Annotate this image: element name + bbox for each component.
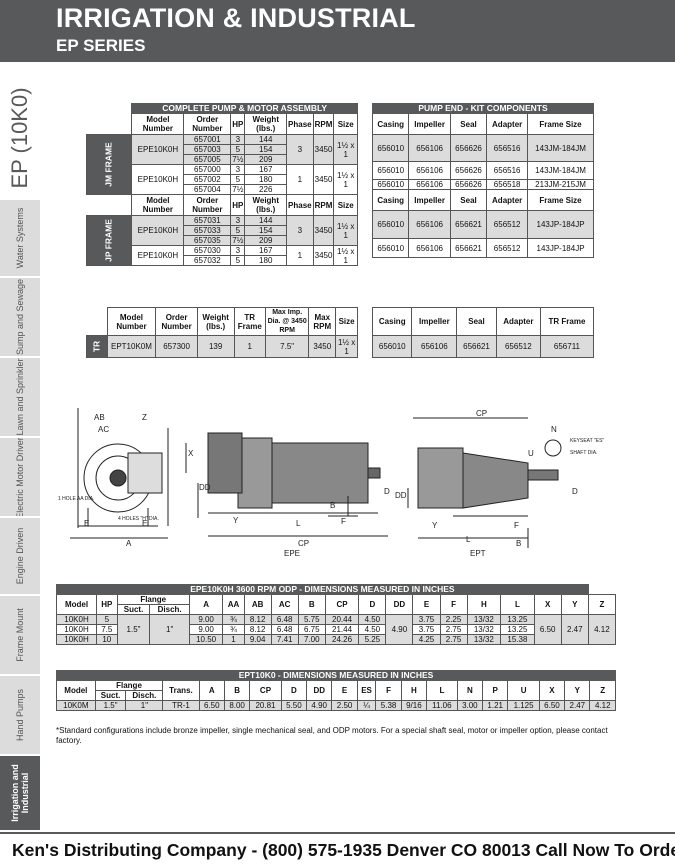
assembly-title: COMPLETE PUMP & MOTOR ASSEMBLY <box>131 103 358 114</box>
sidebar-tab-sump-sewage[interactable]: Sump and Sewage <box>0 278 40 356</box>
ept-dimensions-table: EPT10K0 - DIMENSIONS MEASURED IN INCHES … <box>56 670 616 711</box>
front-view-drawing <box>70 408 187 539</box>
svg-text:A: A <box>126 539 132 548</box>
svg-text:E: E <box>142 519 147 528</box>
svg-text:AC: AC <box>98 425 109 434</box>
svg-text:4 HOLES "H" DIA.: 4 HOLES "H" DIA. <box>118 516 159 522</box>
svg-text:DD: DD <box>395 491 407 500</box>
epe-dimensions-table: EPE10K0H 3600 RPM ODP - DIMENSIONS MEASU… <box>55 584 617 645</box>
epe-dimensions-title: EPE10K0H 3600 RPM ODP - DIMENSIONS MEASU… <box>56 584 589 595</box>
epe-side-view-drawing <box>197 432 388 537</box>
svg-text:F: F <box>341 517 346 526</box>
footer-contact: Ken's Distributing Company - (800) 575-1… <box>12 840 675 860</box>
svg-text:EPT: EPT <box>470 549 486 558</box>
ept-side-view-drawing <box>407 417 562 548</box>
page-title: IRRIGATION & INDUSTRIAL <box>56 3 416 33</box>
svg-text:N: N <box>551 425 557 434</box>
sidebar-tab-engine-driven[interactable]: Engine Driven <box>0 518 40 594</box>
svg-text:B: B <box>516 539 521 548</box>
svg-text:Z: Z <box>142 413 147 422</box>
svg-text:KEYSEAT "ES": KEYSEAT "ES" <box>570 438 604 444</box>
svg-text:B: B <box>330 501 335 510</box>
svg-text:CP: CP <box>476 409 487 418</box>
svg-text:CP: CP <box>298 539 309 548</box>
kit-title: PUMP END - KIT COMPONENTS <box>372 103 594 114</box>
sidebar-tab-lawn-sprinkler[interactable]: Lawn and Sprinkler <box>0 358 40 436</box>
sidebar-tab-water-systems[interactable]: Water Systems <box>0 200 40 276</box>
sidebar-tab-hand-pumps[interactable]: Hand Pumps <box>0 676 40 754</box>
svg-text:1 HOLE AA DIA.: 1 HOLE AA DIA. <box>58 496 94 502</box>
svg-text:D: D <box>384 487 390 496</box>
section-sidebar: EP (10K0) Water Systems Sump and Sewage … <box>0 78 46 830</box>
svg-text:L: L <box>466 535 471 544</box>
svg-text:F: F <box>514 521 519 530</box>
ept-dimensions-title: EPT10K0 - DIMENSIONS MEASURED IN INCHES <box>56 670 616 681</box>
sidebar-model-label: EP (10K0) <box>0 78 40 198</box>
pump-dimension-drawings: AB Z AC X 1 HOLE AA DIA. 4 HOLES "H" DIA… <box>58 408 604 558</box>
svg-text:Y: Y <box>233 516 239 525</box>
svg-text:U: U <box>528 449 534 458</box>
svg-text:AB: AB <box>94 413 105 422</box>
sidebar-tab-frame-mount[interactable]: Frame Mount <box>0 596 40 674</box>
svg-text:Y: Y <box>432 521 438 530</box>
sidebar-tab-electric-motor[interactable]: Electric Motor Driven <box>0 438 40 516</box>
assembly-table: COMPLETE PUMP & MOTOR ASSEMBLY Model Num… <box>85 103 358 266</box>
svg-text:EPE: EPE <box>284 549 300 558</box>
svg-text:X: X <box>188 449 194 458</box>
svg-text:D: D <box>572 487 578 496</box>
svg-text:L: L <box>296 519 301 528</box>
svg-text:SHAFT DIA.: SHAFT DIA. <box>570 450 597 456</box>
footnote: *Standard configurations include bronze … <box>56 726 608 745</box>
page-footer: Ken's Distributing Company - (800) 575-1… <box>0 832 675 866</box>
svg-text:E: E <box>84 519 89 528</box>
page-subtitle: EP SERIES <box>56 36 146 55</box>
svg-text:DD: DD <box>199 483 211 492</box>
page-header: IRRIGATION & INDUSTRIAL EP SERIES <box>0 0 675 62</box>
sidebar-tab-irrigation-industrial[interactable]: Irrigation and Industrial <box>0 756 40 830</box>
